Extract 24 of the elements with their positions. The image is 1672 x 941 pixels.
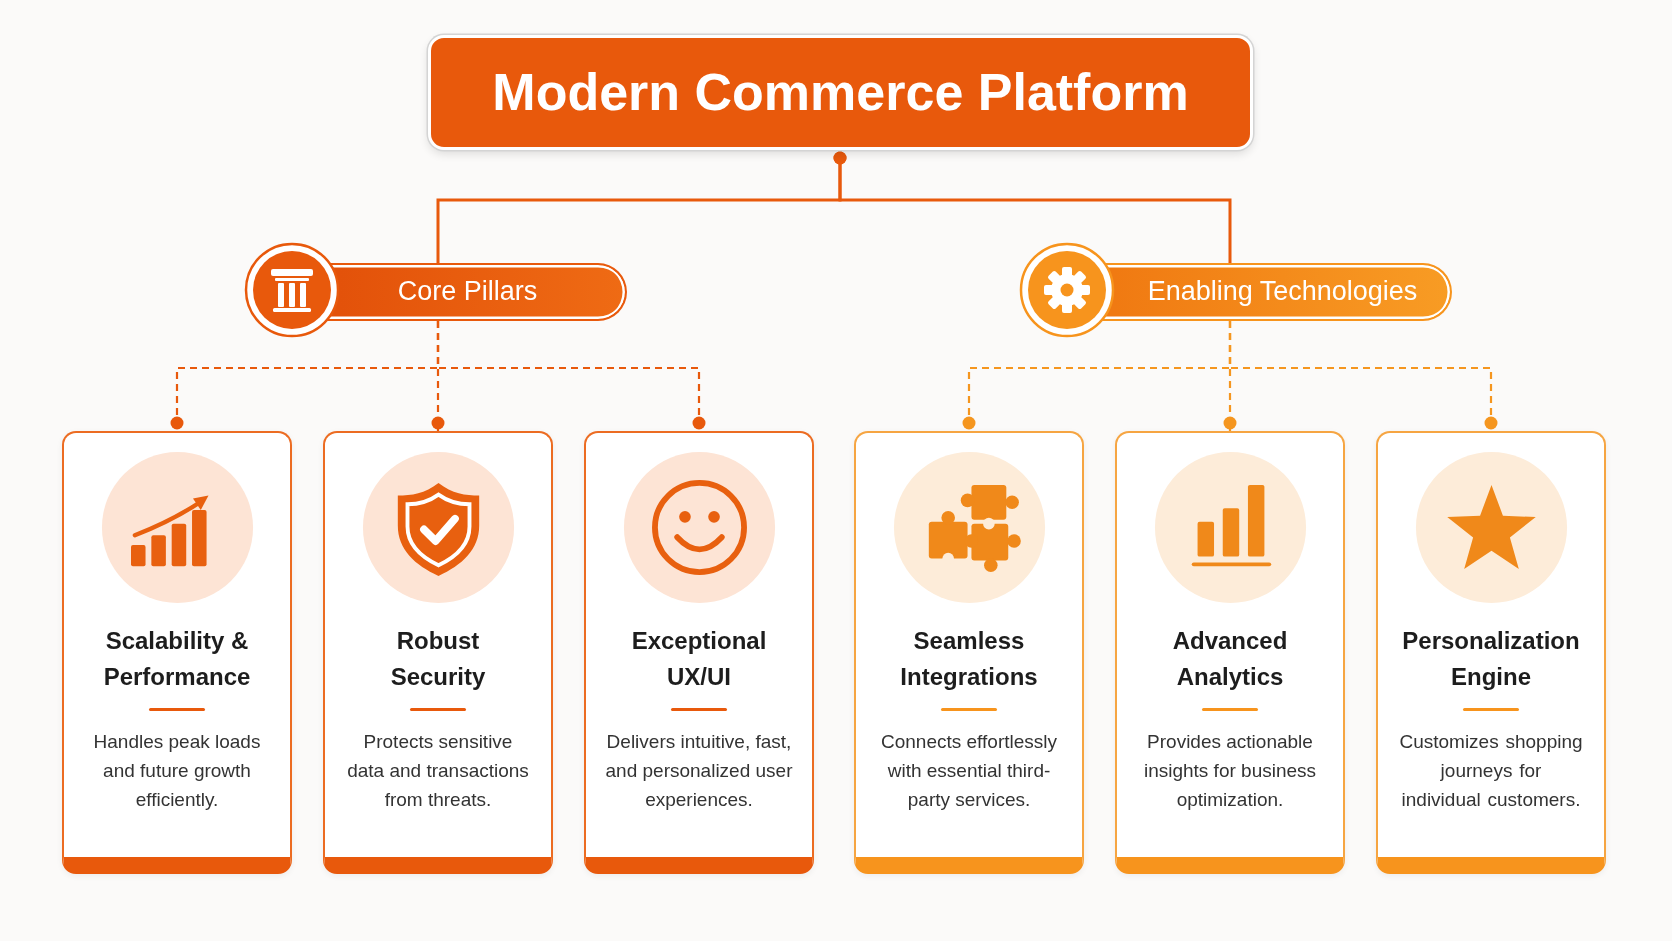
title-banner: Modern Commerce Platform xyxy=(428,35,1253,150)
card-description: Connects effortlessly with essential third-party services. xyxy=(880,730,1058,812)
feature-card xyxy=(1376,431,1606,874)
card-title: Advanced Analytics xyxy=(1171,626,1289,692)
card-description: Customizes shopping journeys for individual customers. xyxy=(1398,730,1584,812)
feature-card xyxy=(1115,431,1345,874)
feature-card xyxy=(62,431,292,874)
card-title: Personalization Engine xyxy=(1401,626,1581,692)
card-title: Seamless Integrations xyxy=(899,626,1039,692)
card-description: Handles peak loads and future growth efficiently. xyxy=(92,730,262,812)
card-description: Protects sensitive data and transactions from threats. xyxy=(346,730,530,812)
dashed-connector xyxy=(436,321,706,431)
card-title: Scalability & Performance xyxy=(102,626,252,692)
card-title: Robust Security xyxy=(389,626,487,692)
dashed-connector xyxy=(1228,321,1498,431)
group-header-pill: Enabling Technologies xyxy=(1115,263,1452,321)
feature-card xyxy=(854,431,1084,874)
card-description: Delivers intuitive, fast, and personalized user experiences. xyxy=(604,730,794,812)
feature-card xyxy=(584,431,814,874)
card-description: Provides actionable insights for business optimization. xyxy=(1142,730,1318,812)
connector-line xyxy=(833,150,1232,263)
card-title: Exceptional UX/UI xyxy=(630,626,768,692)
group-header-pill: Core Pillars xyxy=(340,263,627,321)
feature-card xyxy=(323,431,553,874)
